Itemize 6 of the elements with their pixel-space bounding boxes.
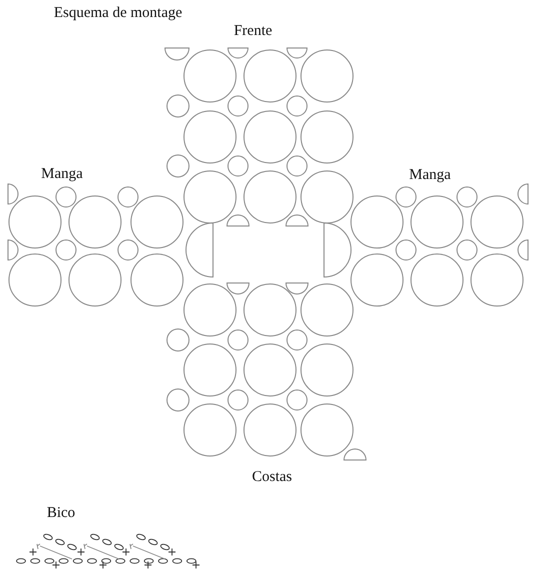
part-label: Manga: [409, 168, 451, 183]
chart-title: Bico: [46, 506, 76, 521]
part-label: Manga: [41, 167, 83, 182]
part-label: Frente: [234, 24, 272, 39]
part-label: Costas: [252, 470, 292, 485]
diagram-title: Esquema de montage: [54, 6, 182, 21]
